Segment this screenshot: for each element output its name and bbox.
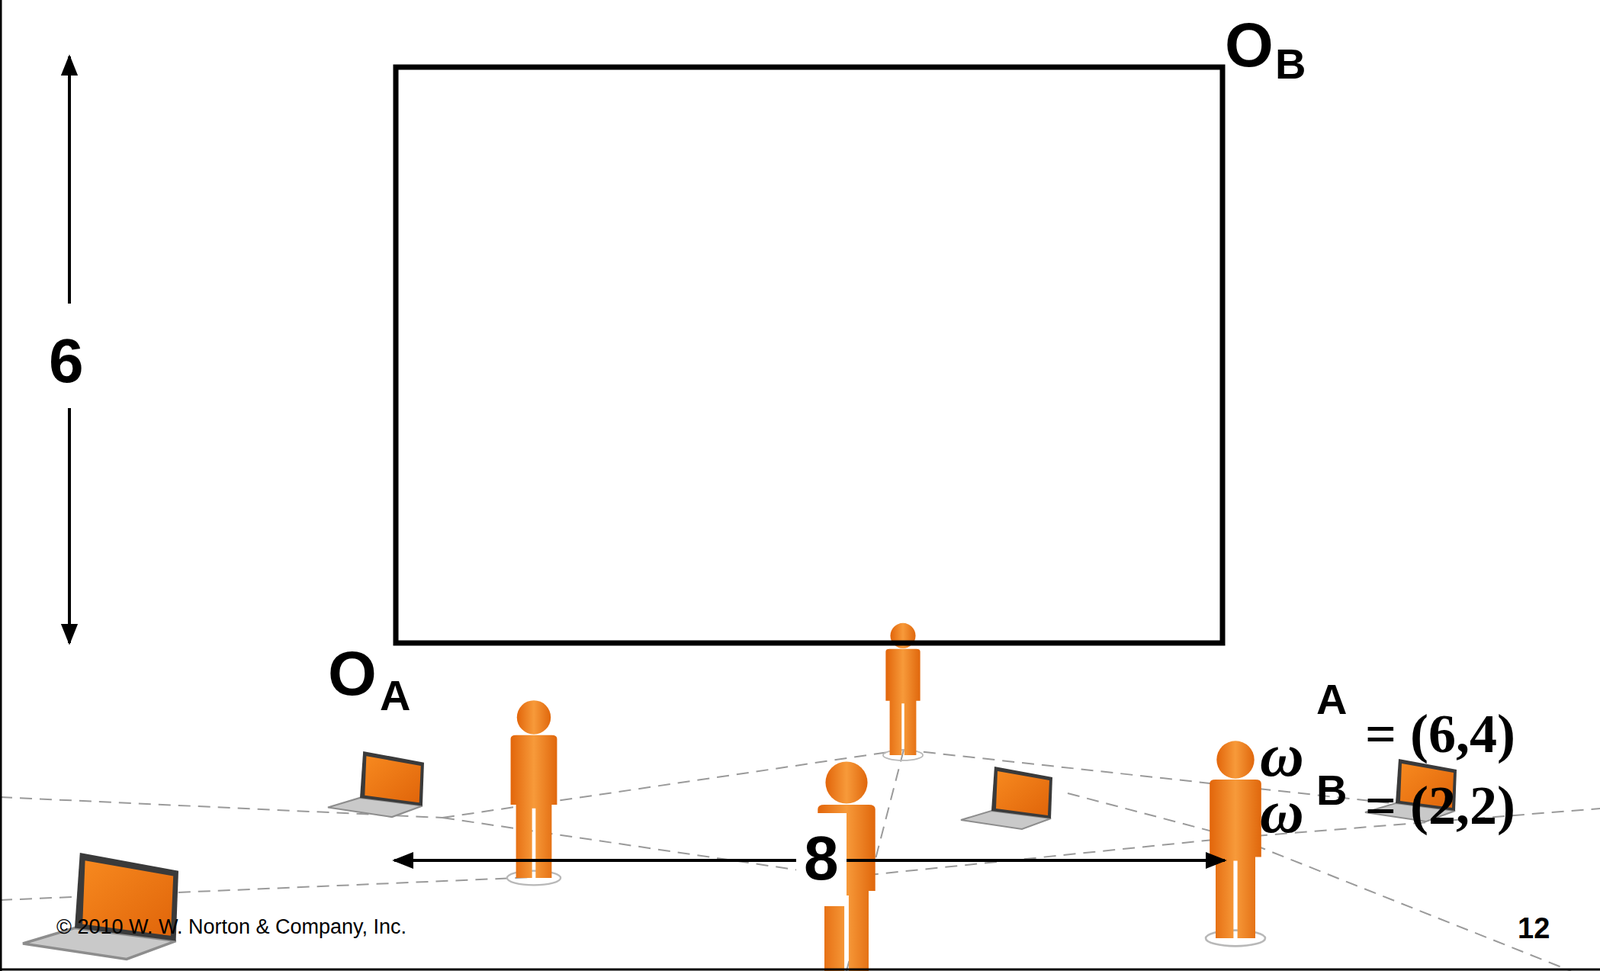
dimension-arrow: [67, 408, 71, 643]
endowment-superscript: A: [1316, 677, 1347, 721]
slide-border: [0, 968, 1600, 971]
endowment-value: = (6,4): [1365, 706, 1516, 762]
endowment-superscript: B: [1316, 768, 1347, 812]
endowment-symbol: ω: [1259, 724, 1305, 786]
edgeworth-box: [395, 67, 1223, 643]
person-figures: [507, 623, 1266, 971]
endowment-value: = (2,2): [1365, 777, 1516, 833]
slide-number: 12: [1517, 913, 1550, 943]
slide-border: [0, 0, 3, 971]
dimension-value: 8: [796, 812, 847, 907]
dimension-arrow: [67, 56, 71, 304]
network-line: [0, 749, 1600, 971]
origin-letter: O: [327, 642, 377, 705]
origin-subscript: B: [1275, 42, 1306, 86]
origin-letter: O: [1224, 13, 1274, 77]
dimension-value: 6: [48, 329, 84, 392]
origin-subscript: A: [379, 674, 411, 717]
copyright-note: © 2010 W. W. Norton & Company, Inc.: [56, 916, 407, 938]
endowment-symbol: ω: [1259, 780, 1305, 842]
